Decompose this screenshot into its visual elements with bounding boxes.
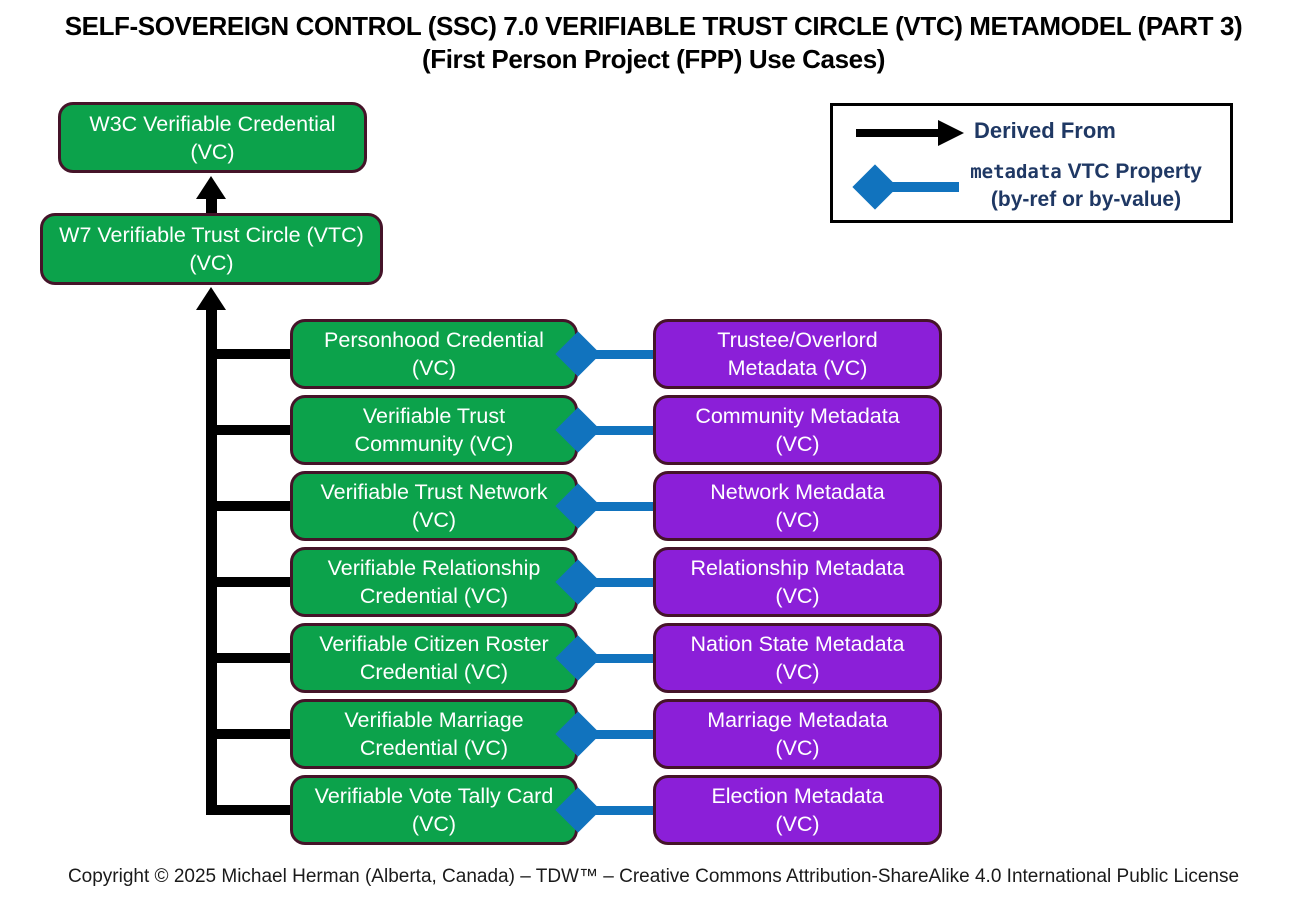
derived-from-arrowhead-icon (938, 120, 964, 146)
node-label: Relationship Metadata (690, 556, 905, 580)
metadata-property-connector (578, 502, 656, 511)
node-label: (VC) (775, 432, 820, 456)
metadata-property-connector (578, 578, 656, 587)
title-line-2: (First Person Project (FPP) Use Cases) (421, 44, 886, 74)
node-label: (VC) (775, 736, 820, 760)
derived-from-arrow-shaft (206, 196, 217, 214)
node-label: W7 Verifiable Trust Circle (VTC) (59, 223, 364, 247)
metadata-node: Community Metadata (VC) (653, 395, 942, 465)
node-label: (VC) (775, 812, 820, 836)
metadata-property-connector (578, 426, 656, 435)
metadata-property-connector (578, 730, 656, 739)
node-label: Personhood Credential (324, 328, 544, 352)
node-label: Verifiable Relationship (327, 556, 541, 580)
derived-from-connector (206, 501, 290, 511)
node-label: (VC) (411, 812, 457, 836)
node-label: Marriage Metadata (707, 708, 888, 732)
legend: Derived From metadata VTC Property (by-r… (830, 103, 1233, 223)
metadata-property-connector (578, 654, 656, 663)
node-label: Verifiable Citizen Roster (319, 632, 549, 656)
metadata-node: Election Metadata (VC) (653, 775, 942, 845)
metadata-node: Nation State Metadata (VC) (653, 623, 942, 693)
metadata-node: Marriage Metadata (VC) (653, 699, 942, 769)
credential-node: Verifiable Trust Network (VC) (290, 471, 578, 541)
node-label: (VC) (411, 356, 457, 380)
legend-metadata-property-label: metadata VTC Property (by-ref or by-valu… (959, 158, 1213, 213)
derived-from-trunk (206, 306, 217, 815)
metadata-property-line-icon (875, 182, 959, 192)
node-w7-verifiable-trust-circle: W7 Verifiable Trust Circle (VTC) (VC) (40, 213, 383, 285)
derived-from-connector (206, 653, 290, 663)
legend-vtc-property-word: VTC Property (1061, 160, 1202, 183)
node-label: (VC) (411, 508, 457, 532)
derived-from-connector (206, 425, 290, 435)
node-label: Network Metadata (710, 480, 885, 504)
node-w3c-verifiable-credential: W3C Verifiable Credential (VC) (58, 102, 367, 173)
node-label: Credential (VC) (359, 736, 509, 760)
node-label: (VC) (775, 508, 820, 532)
legend-derived-from-label: Derived From (974, 118, 1116, 143)
credential-node: Verifiable Vote Tally Card (VC) (290, 775, 578, 845)
node-label: Verifiable Trust Network (320, 480, 548, 504)
node-label: Community (VC) (354, 432, 514, 456)
page-title: SELF-SOVEREIGN CONTROL (SSC) 7.0 VERIFIA… (0, 10, 1307, 76)
node-label: (VC) (190, 139, 235, 164)
derived-from-arrowhead-icon (196, 287, 226, 310)
node-label: Metadata (VC) (727, 356, 868, 380)
legend-metadata-word: metadata (970, 161, 1062, 183)
node-label: Nation State Metadata (690, 632, 905, 656)
node-label: (VC) (775, 584, 820, 608)
derived-from-arrowhead-icon (196, 176, 226, 199)
metadata-node: Network Metadata (VC) (653, 471, 942, 541)
derived-from-connector (206, 349, 290, 359)
copyright-notice: Copyright © 2025 Michael Herman (Alberta… (67, 866, 1240, 887)
derived-from-arrow-icon (856, 129, 940, 137)
legend-metadata-property-line1: metadata VTC Property (959, 158, 1213, 186)
node-label: Credential (VC) (359, 584, 509, 608)
node-label: Verifiable Vote Tally Card (314, 784, 554, 808)
node-label: Verifiable Trust (362, 404, 506, 428)
metadata-node: Relationship Metadata (VC) (653, 547, 942, 617)
derived-from-connector (206, 805, 290, 815)
node-label: Election Metadata (711, 784, 884, 808)
metadata-property-connector (578, 806, 656, 815)
derived-from-connector (206, 729, 290, 739)
node-label: Verifiable Marriage (344, 708, 524, 732)
node-label: (VC) (189, 251, 234, 275)
node-label: (VC) (775, 660, 820, 684)
title-line-1: SELF-SOVEREIGN CONTROL (SSC) 7.0 VERIFIA… (64, 11, 1243, 41)
derived-from-connector (206, 577, 290, 587)
metadata-property-connector (578, 350, 656, 359)
node-label: W3C Verifiable Credential (89, 111, 336, 136)
legend-by-ref-label: (by-ref or by-value) (990, 188, 1182, 211)
node-label: Community Metadata (695, 404, 900, 428)
credential-node: Personhood Credential (VC) (290, 319, 578, 389)
node-label: Trustee/Overlord (717, 328, 878, 352)
node-label: Credential (VC) (359, 660, 509, 684)
